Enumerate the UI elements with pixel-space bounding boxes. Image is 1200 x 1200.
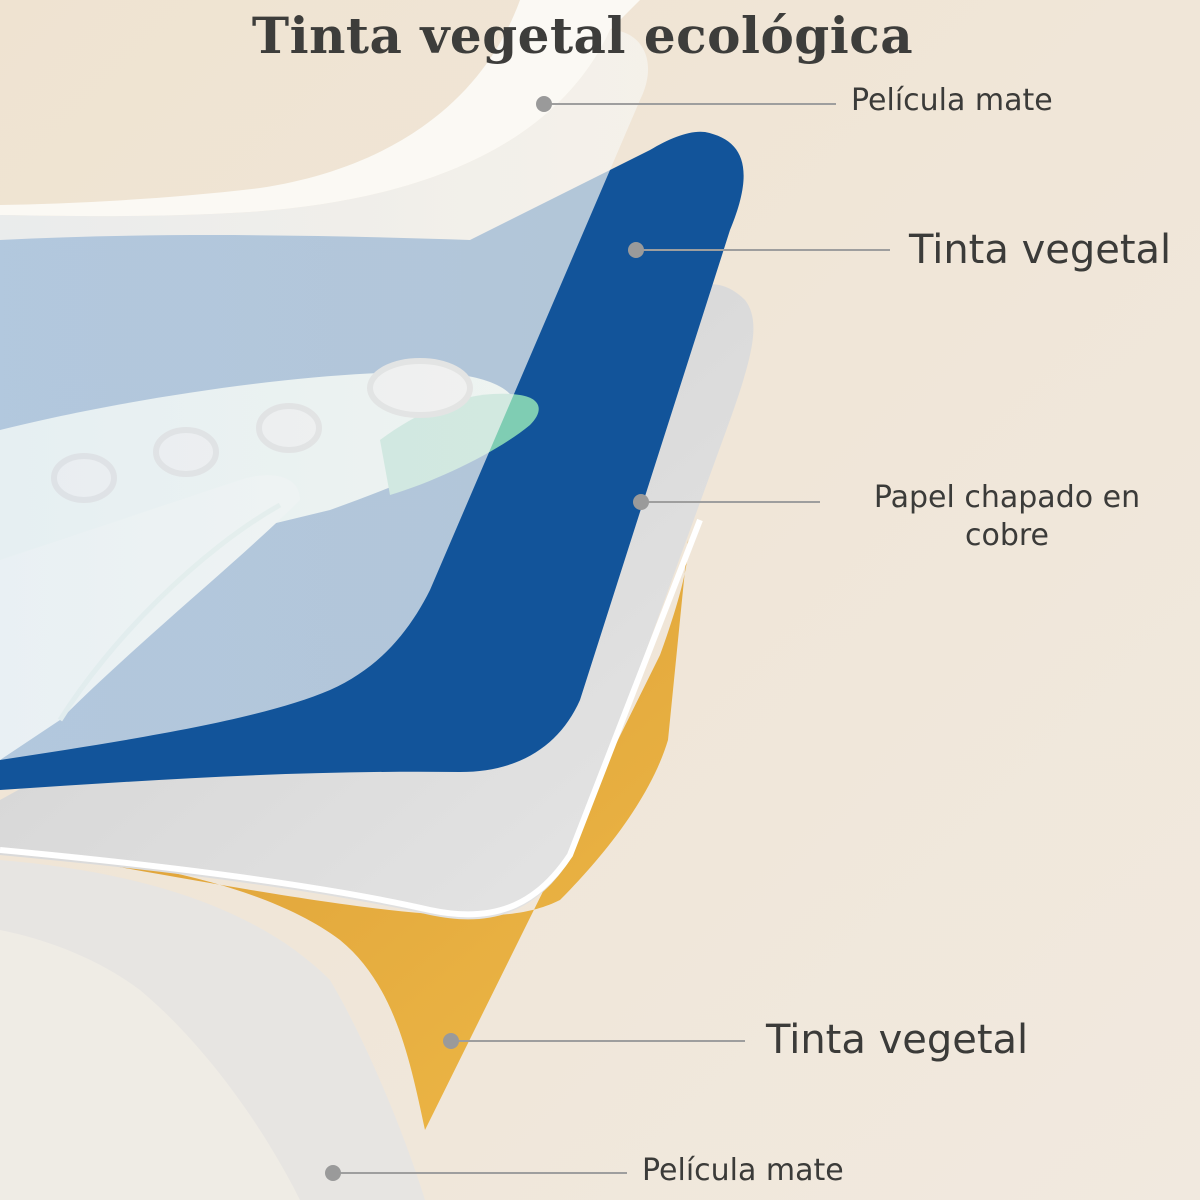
marker-dot (443, 1033, 459, 1049)
marker-dot (536, 96, 552, 112)
layer-paper-highlight (0, 518, 703, 918)
label-top-film: Película mate (851, 83, 1053, 118)
page-title: Tinta vegetal ecológica (251, 6, 914, 65)
layer-top-film (0, 30, 649, 760)
label-bottom-ink: Tinta vegetal (766, 1017, 1029, 1063)
layer-top-film-edge (0, 0, 640, 217)
layer-bottom-film-inner (0, 930, 300, 1200)
marker-dot (325, 1165, 341, 1181)
label-bottom-film: Película mate (642, 1153, 844, 1188)
marker-dot (628, 242, 644, 258)
marker-dot (633, 494, 649, 510)
label-top-ink: Tinta vegetal (909, 227, 1172, 273)
label-paper: Papel chapado en cobre (873, 480, 1141, 553)
leader-markers (325, 96, 649, 1181)
leader-lines (333, 103, 890, 1174)
